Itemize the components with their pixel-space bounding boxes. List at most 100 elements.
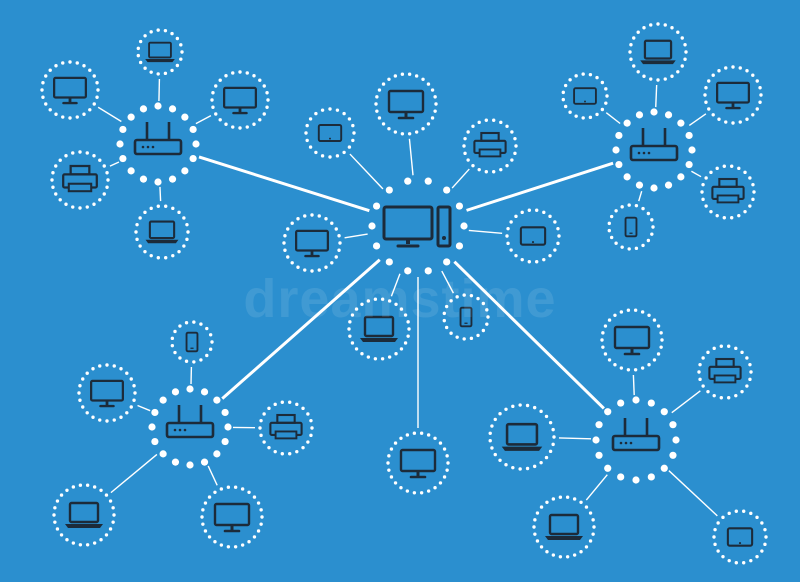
desktop-computer-icon (382, 205, 452, 248)
printer-icon (708, 357, 742, 384)
dot-ring (210, 70, 270, 130)
monitor-icon (387, 89, 425, 120)
connection-line (159, 186, 162, 202)
device-nodes (40, 22, 768, 565)
router-icon (165, 405, 215, 439)
dot-ring (136, 28, 184, 76)
dot-ring (368, 177, 468, 275)
monitor-icon (716, 81, 750, 110)
printer-icon (62, 164, 98, 193)
router-icon (629, 128, 679, 162)
tablet-icon (573, 87, 597, 105)
connection-lines (97, 78, 718, 517)
tl-printer-node (50, 150, 110, 210)
bl-phone-node (170, 320, 214, 364)
connection-line (390, 273, 401, 297)
connection-line (558, 437, 592, 440)
tablet-icon (519, 226, 547, 246)
laptop-icon (545, 513, 583, 540)
dot-ring (505, 208, 561, 264)
monitor-icon (53, 76, 87, 105)
dot-ring (304, 107, 356, 159)
dot-ring (612, 108, 696, 192)
connection-line (468, 229, 503, 235)
br-printer-node (697, 344, 753, 400)
bl-monitor-bottom-node (200, 485, 264, 549)
dot-ring (170, 320, 214, 364)
laptop-icon (65, 501, 103, 528)
laptop-icon (145, 220, 179, 244)
dot-ring (712, 509, 768, 565)
dot-ring (52, 483, 116, 547)
dot-ring (374, 72, 438, 136)
connection-line (466, 161, 614, 212)
connection-line (453, 260, 605, 410)
dot-ring (77, 363, 137, 423)
connection-line (349, 153, 384, 190)
monitor-icon (223, 86, 257, 115)
connection-line (110, 453, 158, 494)
tr-laptop-top-node (628, 22, 688, 82)
printer-icon (711, 177, 745, 204)
laptop-icon (640, 39, 676, 65)
dot-ring (258, 400, 314, 456)
laptop-icon (501, 422, 543, 451)
br-laptop-left-node (488, 403, 556, 471)
connection-line (408, 138, 414, 176)
tr-phone-node (607, 203, 655, 251)
dot-ring (600, 308, 664, 372)
monitor-icon (613, 325, 651, 356)
connection-line (441, 270, 455, 294)
dot-ring (700, 164, 756, 220)
dot-ring (347, 297, 411, 361)
dot-ring (134, 204, 190, 260)
tablet-icon (726, 527, 754, 547)
tl-laptop-top-node (136, 28, 184, 76)
monitor-icon (213, 502, 251, 533)
router-icon (133, 122, 183, 156)
tr-tablet-left-node (561, 72, 609, 120)
phone-icon (185, 331, 199, 353)
connection-line (451, 168, 470, 189)
dot-ring (592, 396, 680, 484)
dot-ring (386, 431, 450, 495)
connection-line (605, 112, 621, 125)
phone-icon (459, 306, 473, 328)
dot-ring (703, 65, 763, 125)
tr-monitor-right-node (703, 65, 763, 125)
br-tablet-right-node (712, 509, 768, 565)
router-top-right-node (612, 108, 696, 192)
bl-printer-node (258, 400, 314, 456)
dot-ring (442, 293, 490, 341)
dot-ring (488, 403, 556, 471)
c-printer-node (462, 118, 518, 174)
c-monitor-left-node (282, 213, 342, 273)
phone-icon (624, 216, 638, 238)
monitor-icon (90, 379, 124, 408)
dot-ring (532, 495, 596, 559)
dot-ring (282, 213, 342, 273)
connection-line (97, 106, 122, 123)
monitor-icon (399, 448, 437, 479)
dot-ring (607, 203, 655, 251)
c-tablet-right-node (505, 208, 561, 264)
dot-ring (200, 485, 264, 549)
connection-line (344, 233, 368, 239)
connection-line (691, 170, 702, 178)
dot-ring (40, 60, 100, 120)
c-laptop-bottom-node (347, 297, 411, 361)
connection-line (688, 113, 707, 127)
c-monitor-bottom-node (386, 431, 450, 495)
tl-laptop-bottom-node (134, 204, 190, 260)
router-top-left-node (116, 102, 200, 186)
connection-line (109, 161, 120, 167)
c-monitor-top-node (374, 72, 438, 136)
tl-monitor-right-node (210, 70, 270, 130)
router-icon (611, 418, 661, 452)
laptop-icon (360, 315, 398, 342)
connection-line (655, 84, 658, 108)
printer-icon (473, 131, 507, 158)
br-laptop-bottom-node (532, 495, 596, 559)
